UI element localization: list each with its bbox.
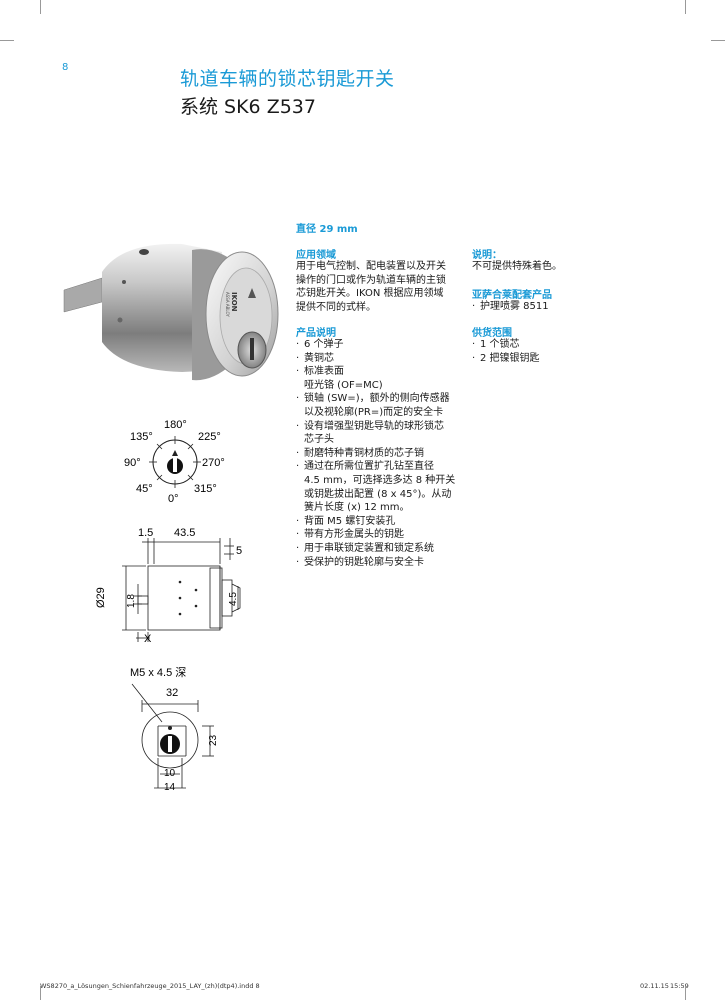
angle-label-225: 225° — [198, 431, 221, 443]
list-item: 芯子头 — [304, 434, 334, 446]
list-item: 以及视轮廓(PR=)而定的安全卡 — [304, 406, 444, 418]
list-item: 6 个弹子 — [296, 338, 455, 352]
list-item: 护理喷雾 8511 — [472, 300, 549, 314]
list-item: 带有方形金属头的钥匙 — [296, 528, 455, 542]
angle-label-270: 270° — [202, 457, 225, 469]
footer-date: 02.11.15 — [640, 982, 669, 990]
product-desc-list: 6 个弹子 黄铜芯 标准表面 哑光铬 (OF=MC) 锁轴 (SW=)，额外的侧… — [296, 338, 455, 569]
dim-14: 14 — [164, 782, 176, 793]
crop-mark — [685, 0, 686, 14]
page-number: 8 — [62, 62, 69, 73]
crop-mark — [685, 986, 686, 1000]
dim-4-5: 4.5 — [228, 592, 239, 606]
accessories-list: 护理喷雾 8511 — [472, 300, 549, 314]
product-desc-heading: 产品说明 — [296, 328, 336, 339]
list-item: 设有增强型钥匙导轨的球形锁芯 — [296, 420, 455, 434]
list-item: 背面 M5 螺钉安装孔 — [296, 515, 455, 529]
scope-list: 1 个锁芯 2 把镍银钥匙 — [472, 338, 540, 365]
scope-heading: 供货范围 — [472, 328, 512, 339]
dim-1-5: 1.5 — [138, 527, 153, 539]
list-item: 2 把镍银钥匙 — [472, 352, 540, 366]
angle-label-180: 180° — [164, 419, 187, 431]
application-text: 用于电气控制、配电装置以及开关 操作的门口或作为轨道车辆的主锁 芯钥匙开关。IK… — [296, 261, 446, 313]
angle-label-315: 315° — [194, 483, 217, 495]
accessories-heading: 亚萨合莱配套产品 — [472, 290, 552, 301]
list-item: 受保护的钥匙轮廓与安全卡 — [296, 556, 455, 570]
list-item: 通过在所需位置扩孔钻至直径 — [296, 460, 455, 474]
dim-x: X — [144, 633, 152, 644]
dim-1-8: 1.8 — [126, 594, 137, 608]
footer-time: 15:59 — [670, 982, 689, 990]
list-item: 耐磨特种青铜材质的芯子销 — [296, 447, 455, 461]
dim-diameter-29: Ø29 — [95, 587, 107, 608]
list-item: 黄铜芯 — [296, 352, 455, 366]
dim-32: 32 — [166, 687, 178, 699]
list-item: 锁轴 (SW=)，额外的侧向传感器 — [296, 392, 455, 406]
lock-cylinder-image — [63, 243, 279, 381]
list-item: 标准表面 — [296, 365, 455, 379]
m5-thread-label: M5 x 4.5 深 — [130, 666, 186, 679]
list-item: 用于串联锁定装置和锁定系统 — [296, 542, 455, 556]
diameter-heading: 直径 29 mm — [296, 224, 358, 235]
switching-angle-diagram: 180° 135° 225° 90° 270° 45° 315° 0° — [124, 419, 225, 505]
footer-filename: WS8270_a_Lösungen_Schienfahrzeuge_2015_L… — [40, 982, 260, 990]
crop-mark — [711, 40, 725, 41]
dim-10: 10 — [164, 768, 176, 779]
assa-abloy-logo: ASSA ABLOY — [225, 292, 230, 317]
crop-mark — [40, 0, 41, 14]
crop-mark — [0, 40, 14, 41]
back-view-drawing: M5 x 4.5 深 32 23 10 14 — [130, 666, 219, 793]
list-item: 4.5 mm，可选择选多达 8 种开关 — [304, 474, 456, 486]
angle-label-0: 0° — [168, 493, 179, 505]
list-item: 哑光铬 (OF=MC) — [304, 379, 383, 391]
angle-label-45: 45° — [136, 483, 153, 495]
page-title: 轨道车辆的锁芯钥匙开关 — [180, 68, 395, 90]
note-heading: 说明： — [472, 250, 502, 261]
dim-43-5: 43.5 — [174, 527, 195, 539]
list-item: 1 个锁芯 — [472, 338, 540, 352]
angle-label-90: 90° — [124, 457, 141, 469]
angle-label-135: 135° — [130, 431, 153, 443]
system-subtitle: 系统 SK6 Z537 — [180, 96, 316, 118]
list-item: 或钥匙拔出配置 (8 x 45°)。从动 — [304, 488, 452, 500]
side-view-drawing: 1.5 43.5 5 Ø29 1.8 4.5 X — [95, 527, 242, 644]
crop-mark — [40, 986, 41, 1000]
dim-23: 23 — [208, 734, 219, 746]
application-heading: 应用领域 — [296, 250, 336, 261]
list-item: 簧片长度 (x) 12 mm。 — [304, 502, 410, 514]
dim-5: 5 — [236, 545, 242, 557]
note-text: 不可提供特殊着色。 — [472, 261, 562, 272]
ikon-logo: IKON — [230, 292, 238, 312]
